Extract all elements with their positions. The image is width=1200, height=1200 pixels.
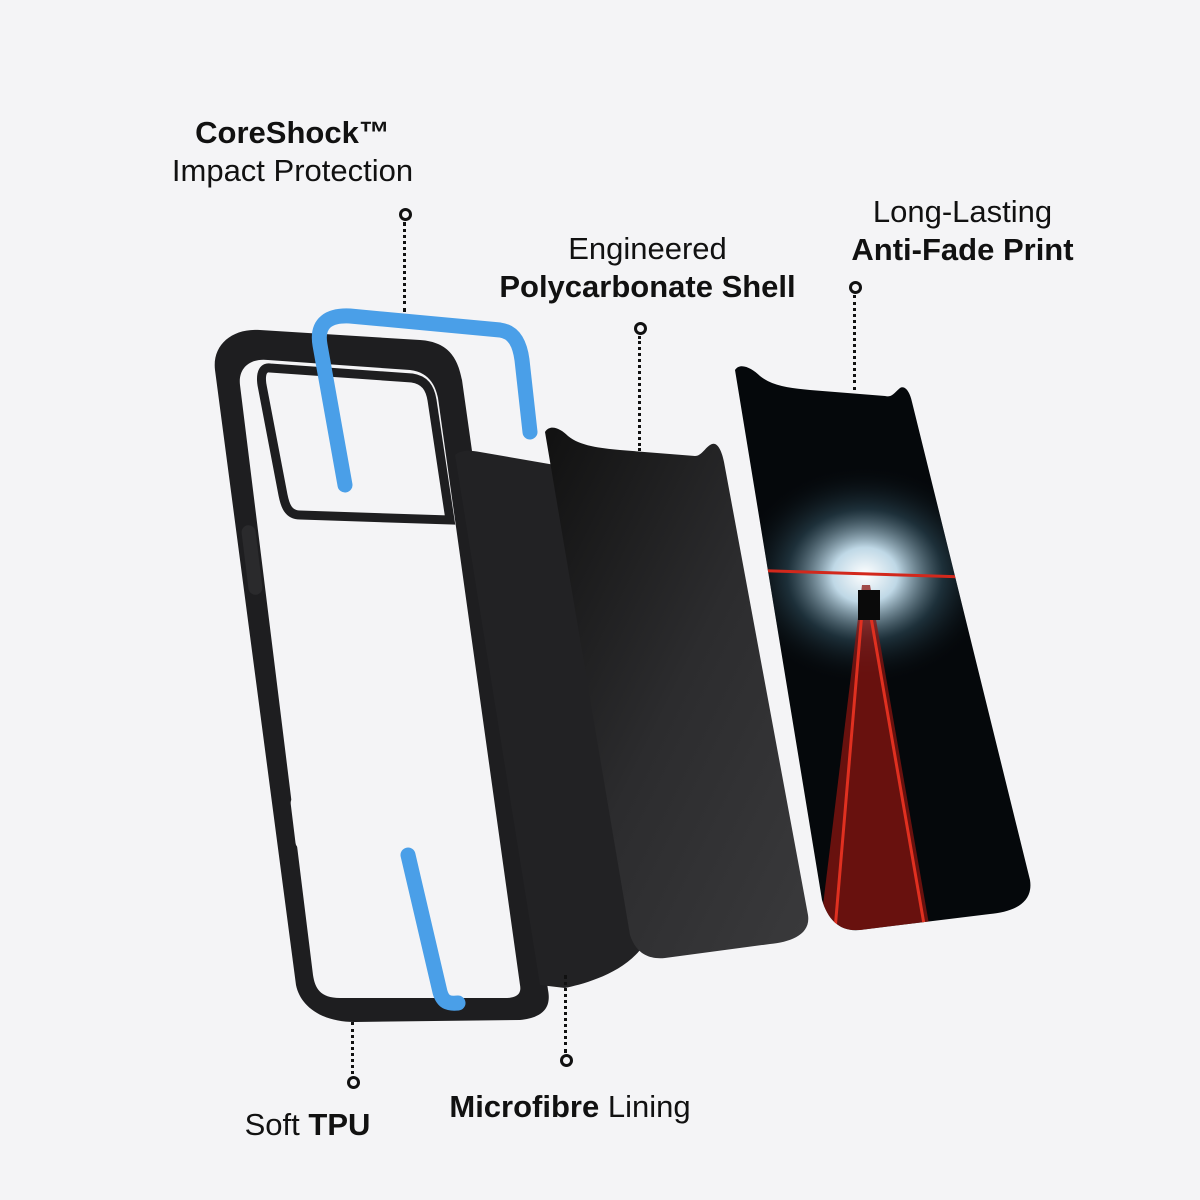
callout-line-antifade bbox=[853, 295, 856, 390]
label-tpu: Soft TPU bbox=[200, 1106, 415, 1144]
label-polycarbonate-bold: Polycarbonate Shell bbox=[499, 269, 796, 304]
label-coreshock: CoreShock™ Impact Protection bbox=[130, 114, 455, 190]
callout-line-microfibre bbox=[564, 975, 567, 1053]
label-polycarbonate: Engineered Polycarbonate Shell bbox=[470, 230, 825, 306]
callout-line-polycarbonate bbox=[638, 336, 641, 451]
coreshock-bumpers bbox=[311, 308, 538, 1011]
label-coreshock-regular: Impact Protection bbox=[171, 153, 414, 188]
label-microfibre-regular: Lining bbox=[607, 1089, 691, 1124]
label-microfibre-bold: Microfibre bbox=[449, 1089, 600, 1124]
label-coreshock-bold: CoreShock™ bbox=[195, 115, 390, 150]
callout-marker-antifade bbox=[849, 281, 862, 294]
polycarbonate-shell bbox=[545, 427, 809, 959]
label-antifade-bold: Anti-Fade Print bbox=[851, 232, 1074, 267]
callout-line-coreshock bbox=[403, 222, 406, 312]
callout-marker-coreshock bbox=[399, 208, 412, 221]
label-tpu-bold: TPU bbox=[308, 1107, 371, 1142]
callout-marker-tpu bbox=[347, 1076, 360, 1089]
label-microfibre: Microfibre Lining bbox=[415, 1088, 725, 1126]
callout-line-tpu bbox=[351, 1022, 354, 1074]
label-antifade: Long-Lasting Anti-Fade Print bbox=[820, 193, 1105, 269]
microfibre-lining bbox=[455, 450, 640, 988]
label-antifade-regular: Long-Lasting bbox=[872, 194, 1053, 229]
callout-marker-microfibre bbox=[560, 1054, 573, 1067]
label-tpu-regular: Soft bbox=[244, 1107, 300, 1142]
label-polycarbonate-regular: Engineered bbox=[568, 231, 727, 266]
callout-marker-polycarbonate bbox=[634, 322, 647, 335]
